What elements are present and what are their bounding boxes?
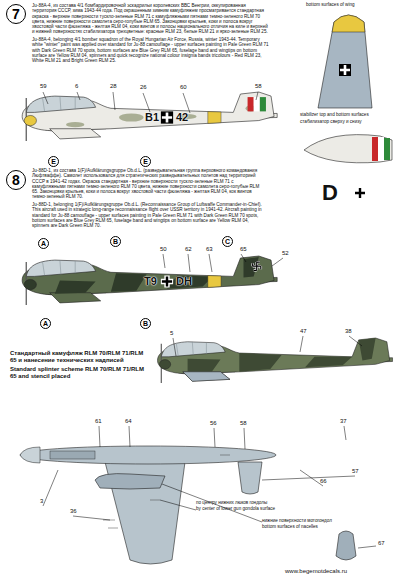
- callout-text: E: [51, 158, 56, 165]
- callout-number: 67: [378, 540, 385, 547]
- note: stabilizer top and bottom surfaces: [300, 112, 369, 117]
- watermark: www.begemotdecals.ru: [285, 568, 347, 575]
- callout-number: 57: [352, 468, 359, 475]
- callout-number: 37: [340, 418, 347, 425]
- callout-number: 47: [300, 328, 307, 335]
- callout-text: A: [41, 240, 46, 247]
- callout-text: E: [143, 158, 148, 165]
- section-number: 7: [6, 4, 26, 24]
- callout-number: 56: [210, 420, 217, 427]
- position-letter: A: [38, 238, 49, 249]
- position-letter: E: [48, 156, 59, 167]
- callout-number: 65: [240, 246, 247, 253]
- callout-number: 5: [170, 330, 173, 337]
- callout-number: 38: [345, 328, 352, 335]
- callout-text: 7: [12, 7, 20, 21]
- callout-number: 64: [125, 418, 132, 425]
- position-letter: B: [140, 318, 151, 329]
- position-letter: C: [222, 236, 233, 247]
- callout-number: 36: [70, 508, 77, 515]
- callout-text: A: [43, 320, 48, 327]
- note: by center of lower gun gondola surface: [196, 506, 275, 511]
- callout-number: 60: [180, 84, 187, 91]
- paragraph: Ju-88D-1, belonging 1(F)/Aufklärungsgrup…: [32, 202, 264, 228]
- callout-number: 62: [185, 246, 192, 253]
- callout-number: 58: [255, 83, 262, 90]
- callout-text: B: [143, 320, 148, 327]
- callout-number: 59: [40, 83, 47, 90]
- note: нижние поверхности мотогондол: [262, 518, 332, 523]
- callout-number: 61: [95, 418, 102, 425]
- position-letter: E: [140, 156, 151, 167]
- note: bottom surfaces of wing: [306, 2, 355, 7]
- callout-number: 6: [75, 83, 78, 90]
- paragraph: Ju-88A-4, из состава 4/1 бомбардировочно…: [32, 3, 270, 35]
- callout-text: C: [225, 238, 230, 245]
- code-letter: 42: [176, 112, 188, 123]
- callout-number: 3: [40, 498, 43, 505]
- code-letter: B1: [145, 112, 159, 123]
- heading: Standard splinter scheme RLM 70/RLM 71/R…: [10, 366, 150, 380]
- callout-number: 66: [320, 478, 327, 485]
- code-letter: T9: [144, 276, 157, 287]
- callout-text: 8: [12, 173, 20, 187]
- note: стабилизатор сверху и снизу: [300, 119, 362, 124]
- position-letter: A: [40, 318, 51, 329]
- callout-number: 28: [110, 83, 117, 90]
- position-letter: B: [110, 236, 121, 247]
- callout-number: 50: [160, 246, 167, 253]
- note: по центру нижних люков гондолы: [196, 500, 267, 505]
- paragraph: Ju-88D-1, из состава 1(F)/Aufklärungsgru…: [32, 168, 264, 200]
- paragraph: Ju-88A-4, belonging 4/1 bomber squadron …: [32, 37, 270, 63]
- section-number: 8: [6, 170, 26, 190]
- callout-text: B: [113, 238, 118, 245]
- note: bottom surfaces of nacelles: [262, 524, 318, 529]
- callout-number: 52: [282, 250, 289, 257]
- heading: Стандартный камуфляж RLM 70/RLM 71/RLM 6…: [10, 350, 150, 364]
- callout-number: 26: [140, 84, 147, 91]
- code-letter: DH: [176, 276, 192, 287]
- code-letter: D: [322, 182, 338, 204]
- callout-number: 58: [240, 420, 247, 427]
- callout-number: 63: [206, 246, 213, 253]
